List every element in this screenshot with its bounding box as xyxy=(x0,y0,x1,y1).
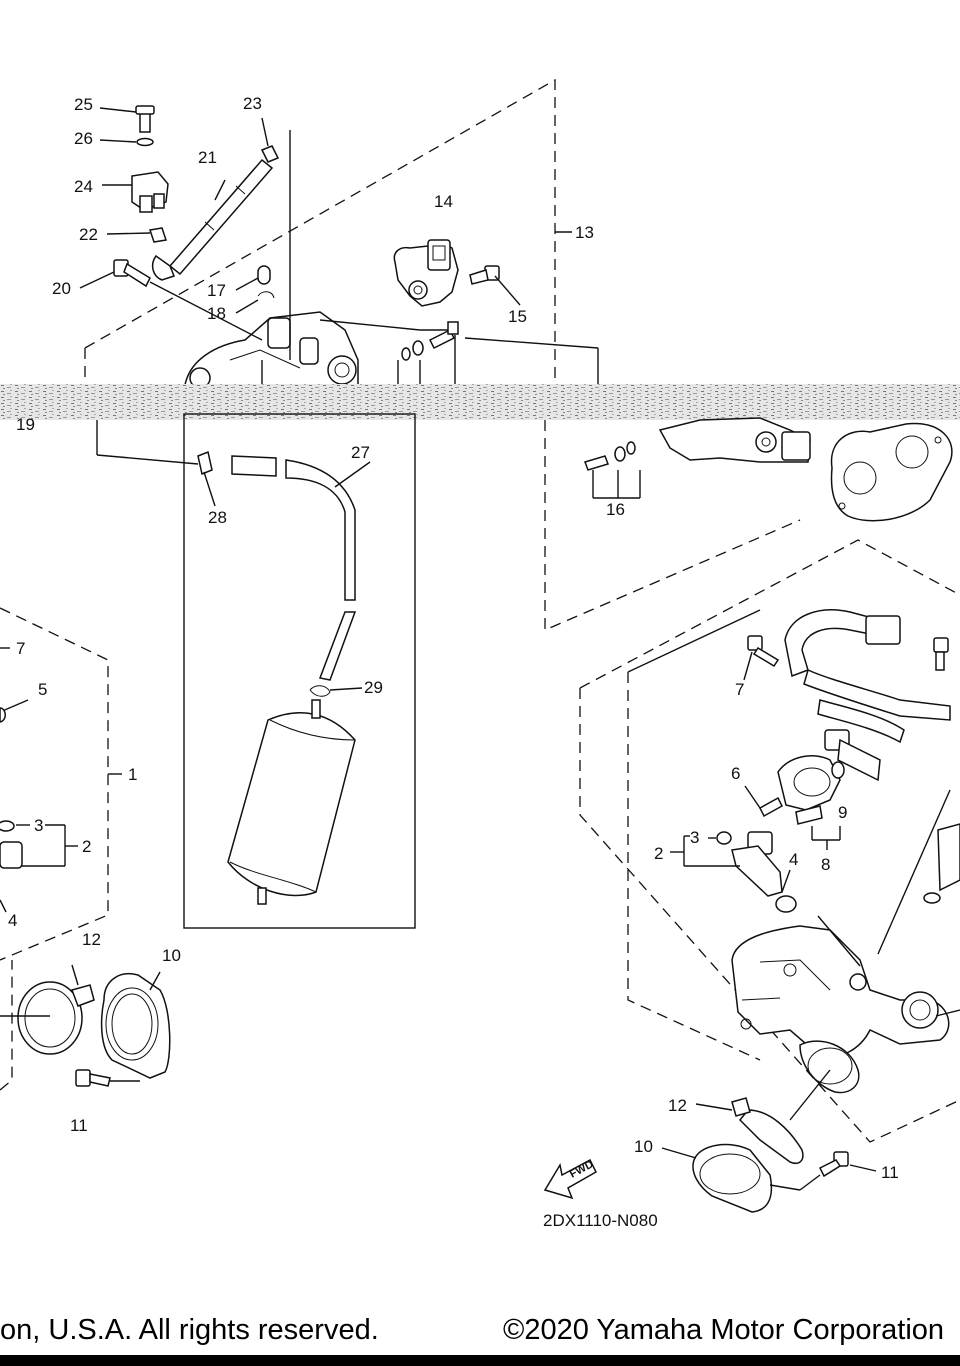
bolt-20 xyxy=(113,259,151,288)
callout-10-right: 10 xyxy=(634,1137,653,1156)
callout-17: 17 xyxy=(207,281,226,300)
callout-5: 5 xyxy=(38,680,47,699)
callout-3-left: 3 xyxy=(34,816,43,835)
pipe-group-16 xyxy=(544,417,953,631)
callout-13: 13 xyxy=(575,223,594,242)
callout-23: 23 xyxy=(243,94,262,113)
throttle-body-group-13 xyxy=(79,78,599,389)
callout-7-left: 7 xyxy=(16,639,25,658)
bottom-bar xyxy=(0,1355,960,1366)
callout-28: 28 xyxy=(208,508,227,527)
fwd-arrow: FWD xyxy=(543,1158,597,1200)
callout-12-left: 12 xyxy=(82,930,101,949)
callout-2-right: 2 xyxy=(654,844,663,863)
callout-3-right: 3 xyxy=(690,828,699,847)
footer-copyright-text: ©2020 Yamaha Motor Corporation xyxy=(503,1314,945,1346)
callout-20: 20 xyxy=(52,279,71,298)
callout-11-left: 11 xyxy=(70,1116,88,1135)
callout-19: 19 xyxy=(16,415,35,434)
callout-4-right: 4 xyxy=(789,850,798,869)
scan-noise-band xyxy=(0,384,960,420)
callout-16: 16 xyxy=(606,500,625,519)
callout-24: 24 xyxy=(74,177,93,196)
callout-2-left: 2 xyxy=(82,837,91,856)
footer-rights-text: on, U.S.A. All rights reserved. xyxy=(0,1314,379,1346)
callout-11-right: 11 xyxy=(881,1163,899,1182)
bolt-15 xyxy=(469,265,500,285)
callout-6: 6 xyxy=(731,764,740,783)
throttle-sensor-14 xyxy=(393,239,459,307)
callout-8: 8 xyxy=(821,855,830,874)
callout-1: 1 xyxy=(128,765,137,784)
pressure-sensor-24 xyxy=(131,171,169,213)
callout-10-left: 10 xyxy=(162,946,181,965)
callout-15: 15 xyxy=(508,307,527,326)
callout-9: 9 xyxy=(838,803,847,822)
right-intake-group xyxy=(579,539,960,1213)
callout-labels: 25 26 24 22 20 21 23 17 18 14 13 15 19 2… xyxy=(8,94,899,1182)
left-injector-group xyxy=(0,607,171,1091)
callout-29: 29 xyxy=(364,678,383,697)
callout-7-right: 7 xyxy=(735,680,744,699)
hose-21 xyxy=(151,158,274,281)
callout-12-right: 12 xyxy=(668,1096,687,1115)
copyright-footer: on, U.S.A. All rights reserved. ©2020 Ya… xyxy=(0,1310,960,1354)
callout-14: 14 xyxy=(434,192,453,211)
callout-21: 21 xyxy=(198,148,217,167)
canister-group xyxy=(96,413,416,929)
callout-25: 25 xyxy=(74,95,93,114)
callout-4-left: 4 xyxy=(8,911,17,930)
callout-22: 22 xyxy=(79,225,98,244)
callout-18: 18 xyxy=(207,304,226,323)
callout-26: 26 xyxy=(74,129,93,148)
callout-27: 27 xyxy=(351,443,370,462)
diagram-code: 2DX1110-N080 xyxy=(543,1211,658,1230)
